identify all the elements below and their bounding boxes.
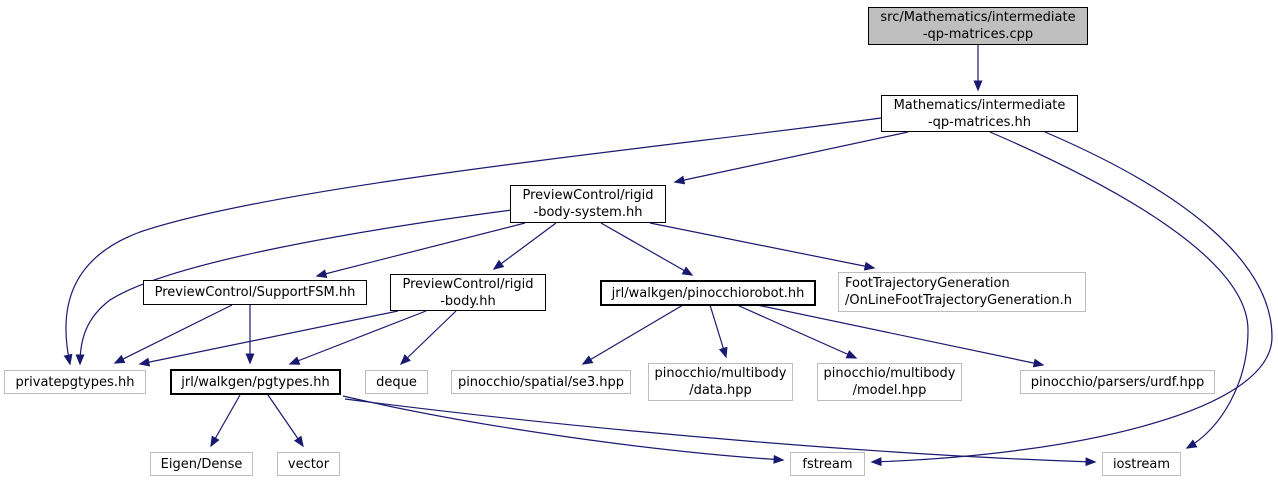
edge-rigid-body-to-privatepgtypes [138, 310, 399, 367]
node-jrl-walkgen-pgtypes-hh[interactable]: jrl/walkgen/pgtypes.hh [170, 369, 341, 395]
node-jrl-walkgen-pinocchiorobot-hh[interactable]: jrl/walkgen/pinocchiorobot.hh [600, 280, 816, 306]
node-label-line: PreviewControl/rigid [402, 276, 534, 292]
node-label-line: /OnLineFootTrajectoryGeneration.h [845, 293, 1073, 308]
node-label-line: /model.hpp [852, 383, 927, 398]
node-fstream: fstream [790, 452, 865, 476]
edge-pinocchiorobot-to-multibody-model [736, 304, 858, 359]
node-label-line: PreviewControl/SupportFSM.hh [154, 285, 356, 300]
node-label-line: -qp-matrices.cpp [922, 27, 1034, 42]
node-deque: deque [365, 370, 428, 394]
node-label-line: PreviewControl/rigid [522, 188, 654, 203]
node-label-line: pinocchio/parsers/urdf.hpp [1030, 374, 1205, 390]
edge-qp-hh-to-rigid-body-system [673, 131, 909, 185]
node-label-line: Mathematics/intermediate [893, 97, 1066, 113]
node-label-line: -body-system.hh [533, 205, 643, 220]
edge-pinocchiorobot-to-se3 [581, 304, 684, 365]
edge-rigid-body-system-to-foottraj [649, 222, 876, 271]
node-previewcontrol-rigid-body-hh[interactable]: PreviewControl/rigid -body.hh [390, 274, 546, 311]
edge-rigid-body-system-to-rigid-body [492, 222, 557, 270]
edge-supportfsm-to-privatepgtypes [113, 304, 233, 364]
node-label-line: /data.hpp [689, 383, 752, 398]
edge-rigid-body-to-pgtypes [288, 310, 427, 365]
node-label-line: -qp-matrices.hh [927, 114, 1032, 130]
node-label-line: -body.hh [440, 293, 496, 309]
node-eigen-dense: Eigen/Dense [150, 452, 253, 476]
node-label-line: fstream [802, 456, 853, 472]
node-label-line: privatepgtypes.hh [15, 374, 135, 390]
node-iostream: iostream [1102, 452, 1181, 476]
node-label-line: src/Mathematics/intermediate [880, 10, 1076, 25]
node-vector: vector [277, 452, 340, 476]
edge-pgtypes-to-eigen-dense [210, 394, 241, 448]
edge-rigid-body-system-to-privatepgtypes [75, 209, 513, 366]
edge-qp-hh-to-fstream [870, 131, 1273, 467]
node-label-line: pinocchio/spatial/se3.hpp [457, 374, 625, 390]
node-label-line: FootTrajectoryGeneration [845, 276, 1010, 291]
node-previewcontrol-rigid-body-system-hh[interactable]: PreviewControl/rigid -body-system.hh [510, 185, 666, 223]
edge-pgtypes-to-fstream [342, 395, 785, 464]
node-label-line: Eigen/Dense [160, 456, 243, 472]
edge-rigid-body-to-deque [399, 310, 457, 366]
node-foottrajectorygeneration-onlinefoottrajectorygeneration-h: FootTrajectoryGeneration /OnLineFootTraj… [838, 272, 1086, 312]
node-mathematics-intermediate-qp-matrices-hh[interactable]: Mathematics/intermediate -qp-matrices.hh [881, 95, 1078, 132]
node-label-line: iostream [1112, 456, 1171, 472]
node-label-line: deque [376, 374, 417, 390]
edge-rigid-body-system-to-supportfsm [315, 222, 526, 279]
node-pinocchio-spatial-se3-hpp: pinocchio/spatial/se3.hpp [451, 370, 631, 394]
node-pinocchio-parsers-urdf-hpp: pinocchio/parsers/urdf.hpp [1020, 370, 1215, 394]
node-label-line: pinocchio/multibody [654, 366, 787, 381]
edge-pinocchiorobot-to-urdf [756, 304, 1045, 368]
node-privatepgtypes-hh: privatepgtypes.hh [4, 370, 146, 394]
node-src-mathematics-intermediate-qp-matrices-cpp: src/Mathematics/intermediate -qp-matrice… [868, 7, 1088, 45]
edge-pgtypes-to-iostream [344, 398, 1097, 467]
edge-qp-hh-to-iostream [989, 131, 1249, 449]
node-previewcontrol-supportfsm-hh[interactable]: PreviewControl/SupportFSM.hh [143, 280, 367, 305]
node-pinocchio-multibody-model-hpp: pinocchio/multibody /model.hpp [817, 363, 962, 401]
node-label-line: jrl/walkgen/pinocchiorobot.hh [611, 285, 805, 301]
edge-pinocchiorobot-to-multibody-data [709, 304, 728, 359]
node-label-line: jrl/walkgen/pgtypes.hh [181, 374, 330, 390]
node-label-line: pinocchio/multibody [823, 366, 956, 381]
node-label-line: vector [287, 456, 330, 472]
node-pinocchio-multibody-data-hpp: pinocchio/multibody /data.hpp [648, 363, 793, 401]
edge-rigid-body-system-to-pinocchiorobot [600, 222, 694, 276]
edge-qp-hh-to-privatepgtypes [63, 117, 882, 366]
edge-pgtypes-to-vector [267, 394, 304, 448]
